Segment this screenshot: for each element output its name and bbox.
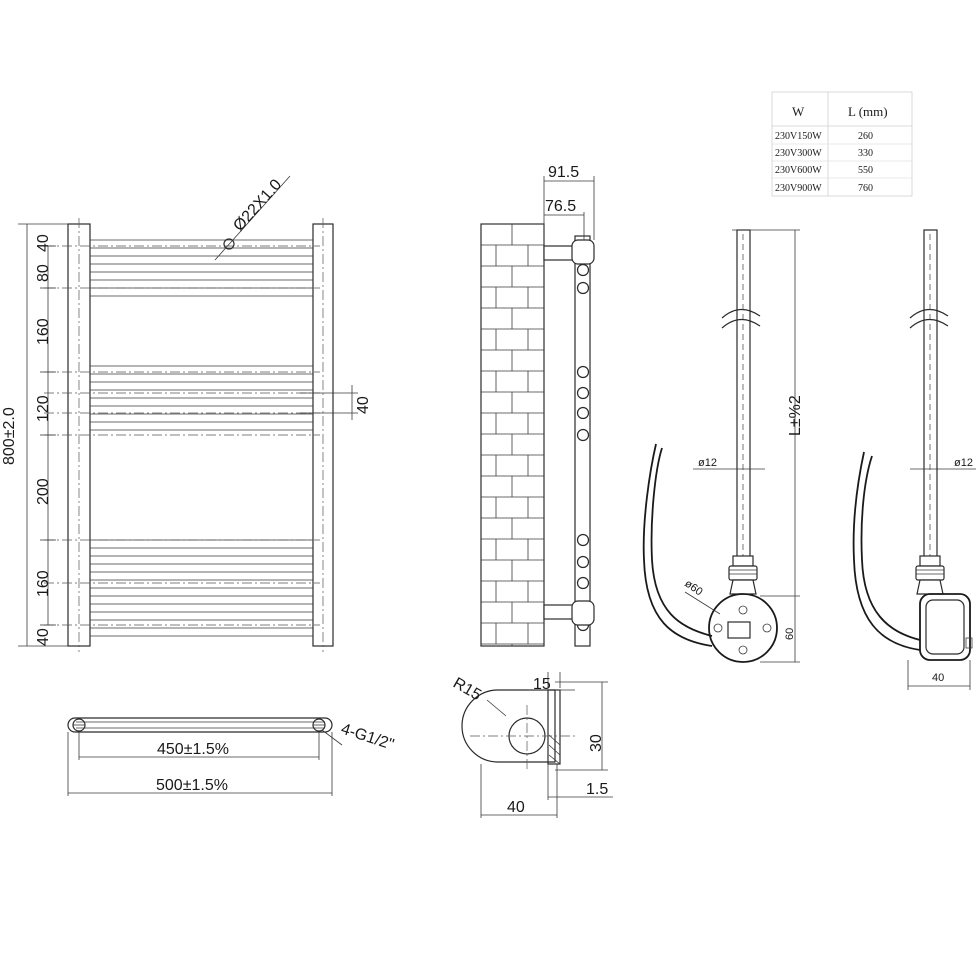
table-cell-w: 230V150W: [775, 131, 822, 142]
bracket-radius-label: R15: [450, 675, 484, 704]
element-head-height-label: 60: [784, 628, 796, 640]
spec-table: W L (mm) 230V150W 260 230V300W 330 230V6…: [771, 91, 913, 197]
connection-label: 4-G1/2": [339, 721, 396, 754]
rail-end-hole: [576, 406, 590, 420]
spacing-label-7: 40: [35, 628, 52, 646]
bracket-detail: 15 30 40 1.5 R15: [450, 672, 613, 818]
table-cell-w: 230V900W: [775, 183, 822, 194]
table-cell-l: 550: [858, 165, 873, 176]
table-cell-l: 330: [858, 148, 873, 159]
brick-pattern: [481, 223, 544, 646]
rail-end-hole: [576, 386, 590, 400]
spacing-label-4: 120: [35, 395, 52, 422]
table-cell-w: 230V300W: [775, 148, 822, 159]
bracket-width-top-label: 15: [533, 676, 551, 693]
spacing-label-2: 80: [35, 264, 52, 282]
element-front-view: L±%2 ø12 60 ø60: [642, 229, 804, 663]
element-head-diameter-label: ø60: [682, 578, 704, 599]
rail-bars: [44, 239, 320, 637]
table-cell-l: 760: [858, 183, 873, 194]
top-view: 450±1.5% 500±1.5% 4-G1/2": [67, 717, 396, 796]
bracket-width-bottom-label: 40: [507, 799, 525, 816]
front-view: 800±2.0 40 80 160 120 200 160 40 40 Ø22X…: [1, 175, 372, 652]
rail-end-hole: [576, 576, 590, 590]
element-rod-diameter-label: ø12: [698, 457, 717, 469]
rail-end-hole: [576, 365, 590, 379]
bracket-height-label: 30: [588, 734, 605, 752]
height-dim-label: 800±2.0: [1, 407, 18, 465]
rail-end-hole: [576, 281, 590, 295]
offset-dim-label: 40: [355, 396, 372, 414]
spacing-label-1: 40: [35, 234, 52, 252]
rail-end-hole: [576, 428, 590, 442]
element-length-label: L±%2: [787, 395, 804, 436]
element-side-depth-label: 40: [932, 672, 944, 684]
rail-end-hole: [576, 555, 590, 569]
element-side-rod-diameter-label: ø12: [954, 457, 973, 469]
depth-inner-label: 76.5: [545, 198, 576, 215]
table-header-w: W: [792, 104, 805, 119]
width-dim-label: 500±1.5%: [156, 777, 228, 794]
side-view: 91.5 76.5: [480, 164, 595, 647]
spacing-label-6: 160: [35, 570, 52, 597]
table-header-l: L (mm): [848, 104, 888, 119]
pipe-spec-label: Ø22X1.0: [230, 176, 285, 234]
depth-outer-label: 91.5: [548, 164, 579, 181]
spacing-label-5: 200: [35, 478, 52, 505]
bracket-thickness-label: 1.5: [586, 781, 608, 798]
spacing-label-3: 160: [35, 318, 52, 345]
table-cell-w: 230V600W: [775, 165, 822, 176]
table-cell-l: 260: [858, 131, 873, 142]
rail-end-hole: [576, 533, 590, 547]
element-side-view: ø12 40: [852, 229, 976, 690]
centers-dim-label: 450±1.5%: [157, 741, 229, 758]
